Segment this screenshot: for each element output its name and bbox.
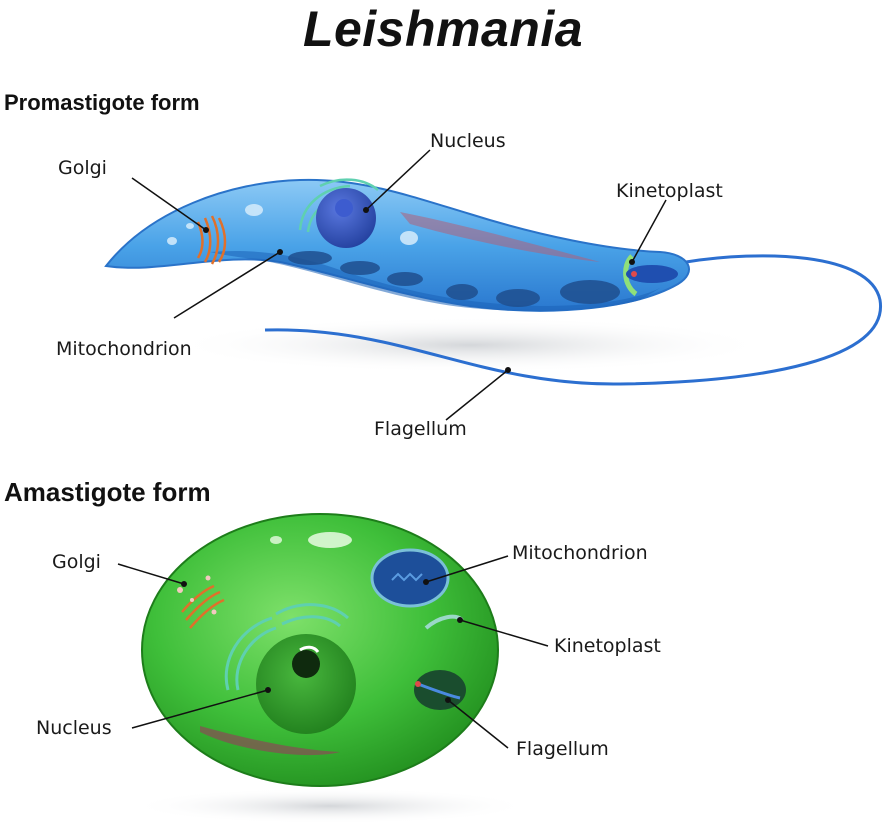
- promastigote-label-golgi: Golgi: [58, 157, 107, 179]
- amastigote-label-golgi: Golgi: [52, 551, 101, 573]
- amastigote-nucleolus-highlight: [299, 645, 320, 653]
- leader-lines: [117, 149, 667, 749]
- promastigote-nucleolus: [335, 199, 353, 217]
- promastigote-label-nucleus: Nucleus: [430, 130, 506, 152]
- amastigote-flagellum-dot: [415, 681, 421, 687]
- amastigote-heading: Amastigote form: [4, 477, 211, 507]
- amastigote-flagellar-pocket: [414, 670, 466, 710]
- amastigote-nucleolus: [292, 650, 320, 678]
- leader-endpoints: [181, 207, 635, 703]
- promastigote-flagellum: [264, 254, 882, 386]
- promastigote-label-mitochondrion: Mitochondrion: [56, 338, 192, 360]
- promastigote-label-kinetoplast: Kinetoplast: [616, 180, 723, 202]
- amastigote-label-kinetoplast: Kinetoplast: [554, 635, 661, 657]
- promastigote-vesicles: [167, 204, 418, 245]
- amastigote-golgi-vesicles: [177, 575, 217, 615]
- promastigote-label-flagellum: Flagellum: [374, 418, 467, 440]
- diagram-title: Leishmania: [302, 1, 584, 57]
- promastigote-reddish-streak: [400, 212, 600, 262]
- amastigote-highlight-small: [270, 536, 282, 544]
- amastigote-label-flagellum: Flagellum: [516, 738, 609, 760]
- amastigote-label-nucleus: Nucleus: [36, 717, 112, 739]
- amastigote-mitochondrion: [370, 548, 450, 608]
- promastigote-kinetoplast-dot: [631, 271, 637, 277]
- amastigote-shadow: [130, 788, 530, 824]
- amastigote-flagellum: [417, 682, 461, 700]
- promastigote-nucleus: [316, 188, 376, 248]
- amastigote-reddish-streak: [200, 726, 340, 756]
- promastigote-basal-body: [626, 265, 678, 283]
- promastigote-golgi: [196, 215, 227, 265]
- promastigote-mitochondrion: [288, 251, 620, 307]
- amastigote-nucleus: [256, 634, 356, 734]
- amastigote-highlight: [308, 532, 352, 548]
- amastigote-golgi: [181, 584, 225, 629]
- amastigote-label-mitochondrion: Mitochondrion: [512, 542, 648, 564]
- amastigote-mitochondrion-crista: [391, 572, 423, 582]
- promastigote-lower-band: [210, 250, 660, 312]
- promastigote-heading: Promastigote form: [4, 90, 200, 115]
- promastigote-kinetoplast: [623, 254, 638, 297]
- amastigote-er: [224, 603, 349, 691]
